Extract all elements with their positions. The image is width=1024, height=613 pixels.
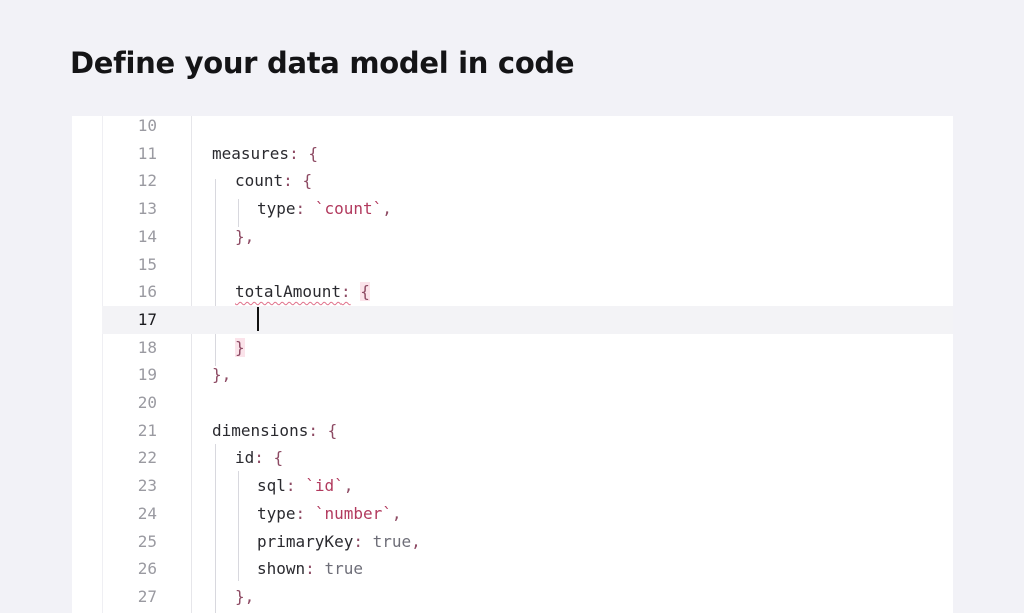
code-string: `id`	[305, 476, 344, 496]
code-punctuation: :	[289, 143, 299, 163]
code-brace: {	[292, 171, 313, 191]
code-brace: },	[235, 226, 255, 246]
line-number: 17	[137, 309, 157, 329]
code-line-13[interactable]: 13 type: `count`,	[72, 195, 953, 223]
code-brace: },	[235, 586, 255, 606]
code-line-12[interactable]: 12 count: {	[72, 167, 953, 195]
code-line-17-active[interactable]: 17	[102, 305, 953, 334]
code-key: shown	[257, 559, 306, 579]
line-number: 22	[137, 448, 157, 468]
line-number: 26	[137, 559, 157, 579]
matched-bracket-close: }	[235, 337, 245, 357]
code-punctuation: :	[295, 503, 306, 523]
code-line-22[interactable]: 22 id: {	[72, 444, 953, 472]
line-number: 18	[137, 337, 157, 357]
code-punctuation: :	[285, 476, 296, 496]
code-line-11[interactable]: 11 measures: {	[72, 140, 953, 168]
code-line-25[interactable]: 25 primaryKey: true,	[72, 528, 953, 556]
line-number: 21	[137, 420, 157, 440]
code-key: type	[257, 199, 296, 219]
code-punctuation: :	[353, 531, 363, 551]
code-punctuation: ,	[382, 199, 392, 219]
line-number: 23	[137, 476, 157, 496]
code-line-21[interactable]: 21 dimensions: {	[72, 417, 953, 445]
code-line-27[interactable]: 27 },	[72, 583, 953, 611]
code-punctuation: ,	[411, 531, 421, 551]
code-boolean: true	[324, 559, 363, 579]
code-boolean: true	[372, 531, 412, 551]
code-line-23[interactable]: 23 sql: `id`,	[72, 472, 953, 500]
line-number: 14	[137, 226, 157, 246]
code-key: count	[235, 171, 284, 191]
code-punctuation: :	[308, 420, 318, 440]
code-line-20[interactable]: 20	[72, 389, 953, 417]
code-key: sql	[257, 476, 286, 496]
code-punctuation: ,	[343, 476, 354, 496]
indent-guide-dimensions	[215, 444, 216, 613]
code-line-18[interactable]: 18 }	[72, 334, 953, 362]
line-number: 11	[137, 143, 157, 163]
code-punctuation: :	[305, 559, 315, 579]
code-brace: },	[212, 365, 232, 385]
code-punctuation: :	[283, 171, 293, 191]
code-line-16[interactable]: 16 totalAmount: {	[72, 278, 953, 306]
code-line-24[interactable]: 24 type: `number`,	[72, 500, 953, 528]
line-number: 13	[137, 199, 157, 219]
code-key: primaryKey	[257, 531, 354, 551]
code-punctuation: :	[254, 448, 264, 468]
code-brace: {	[317, 420, 338, 440]
code-line-19[interactable]: 19 },	[72, 361, 953, 389]
code-punctuation: :	[295, 199, 306, 219]
line-number: 19	[137, 365, 157, 385]
indent-guide-count	[238, 199, 239, 227]
line-number: 24	[137, 503, 157, 523]
code-line-10[interactable]: 10	[72, 116, 953, 140]
code-key: dimensions	[212, 420, 309, 440]
line-number-gutter	[102, 116, 192, 613]
line-number: 15	[137, 254, 157, 274]
code-line-26[interactable]: 26 shown: true	[72, 555, 953, 583]
line-number: 10	[137, 116, 157, 135]
code-key-with-error: totalAmount:	[235, 282, 351, 302]
code-line-14[interactable]: 14 },	[72, 223, 953, 251]
code-string: `number`	[314, 503, 392, 523]
line-number: 12	[137, 171, 157, 191]
code-key: id	[235, 448, 255, 468]
indent-guide-id	[238, 471, 239, 581]
line-number: 16	[137, 282, 157, 302]
code-line-15[interactable]: 15	[72, 251, 953, 279]
code-brace: {	[263, 448, 284, 468]
page-title: Define your data model in code	[70, 46, 575, 80]
code-brace: {	[298, 143, 318, 163]
code-string: `count`	[314, 199, 383, 219]
code-punctuation: ,	[391, 503, 402, 523]
code-key: measures	[212, 143, 290, 163]
line-number: 25	[137, 531, 157, 551]
line-number: 27	[137, 586, 157, 606]
text-cursor	[257, 306, 259, 331]
code-editor[interactable]: 10 11 measures: { 12 count: { 13 type: `…	[72, 116, 953, 613]
line-number: 20	[137, 393, 157, 412]
indent-guide-measures	[215, 179, 216, 366]
code-key: type	[257, 503, 296, 523]
matched-bracket-open: {	[360, 282, 370, 302]
